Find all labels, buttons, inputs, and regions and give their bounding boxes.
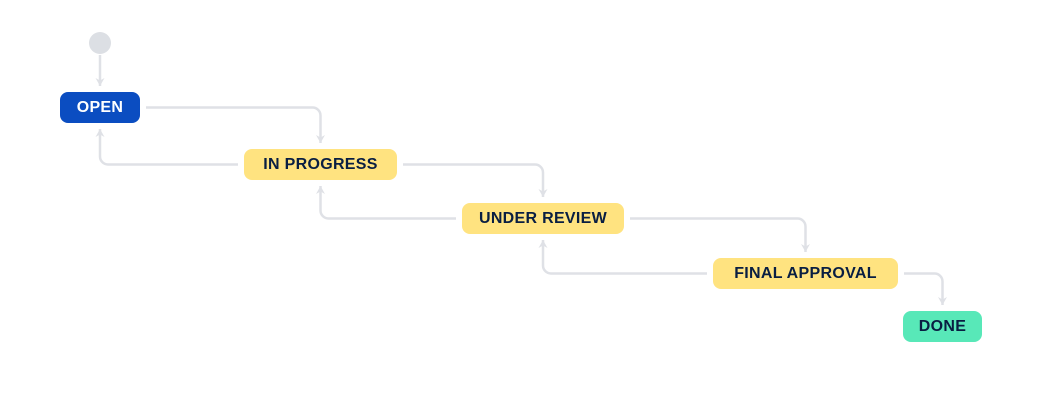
status-label-in-progress: IN PROGRESS — [263, 155, 378, 173]
start-node — [89, 32, 111, 54]
transition-in-progress-to-open — [95, 129, 238, 166]
transition-final-approval-to-under-review — [538, 240, 707, 275]
status-label-open: OPEN — [76, 98, 124, 116]
transition-under-review-to-final-approval — [630, 217, 810, 252]
status-node-done[interactable]: DONE — [903, 311, 982, 342]
status-node-in-progress[interactable]: IN PROGRESS — [244, 149, 397, 180]
transition-open-to-in-progress — [146, 106, 325, 143]
transition-in-progress-to-under-review — [403, 163, 548, 197]
status-label-under-review: UNDER REVIEW — [478, 209, 608, 227]
status-node-open[interactable]: OPEN — [60, 92, 140, 123]
status-node-final-approval[interactable]: FINAL APPROVAL — [713, 258, 898, 289]
status-node-under-review[interactable]: UNDER REVIEW — [462, 203, 624, 234]
transition-under-review-to-in-progress — [316, 186, 456, 220]
transition-final-approval-to-done — [904, 272, 947, 305]
status-label-final-approval: FINAL APPROVAL — [734, 264, 877, 282]
status-label-done: DONE — [918, 317, 967, 335]
